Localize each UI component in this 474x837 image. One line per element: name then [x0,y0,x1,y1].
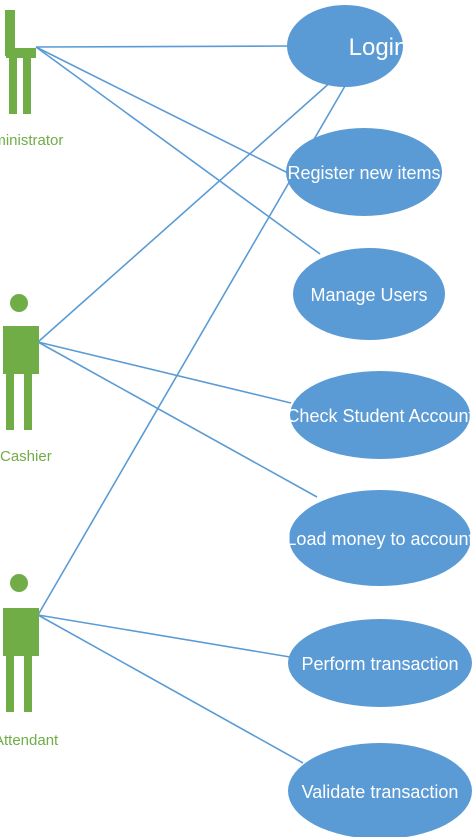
use-case-manage-label: Manage Users [310,285,427,305]
association-attendant-perform [37,614,291,658]
actor-cashier-label: Cashier [0,448,52,465]
use-case-check: Check Student Account [286,371,474,459]
use-case-check-label: Check Student Account [286,406,473,426]
actor-administrator-label: Administrator [0,132,63,149]
association-attendant-validate [37,614,304,764]
association-administrator-manage [35,46,321,255]
use-case-load: Load money to account [286,490,474,586]
actor-attendant-label: Attendant [0,732,59,749]
actor-cashier: Cashier [0,294,52,465]
association-cashier-login [37,79,334,343]
attendant-figure-icon [3,574,39,712]
use-case-validate-label: Validate transaction [302,782,459,802]
use-case-login: Login [287,5,407,87]
cashier-figure-icon [3,294,39,430]
use-case-perform-label: Perform transaction [301,654,458,674]
association-cashier-check [37,341,292,404]
use-case-perform: Perform transaction [288,619,472,707]
use-case-register-label: Register new items [287,163,440,183]
actor-administrator: Administrator [0,10,63,149]
association-cashier-load [37,341,318,498]
association-lines [35,45,346,764]
use-case-login-label: Login [349,34,408,61]
administrator-figure-icon [5,10,36,114]
use-case-register: Register new items [286,128,442,216]
actor-attendant: Attendant [0,574,59,749]
use-case-validate: Validate transaction [288,743,472,837]
use-case-load-label: Load money to account [286,529,473,549]
association-administrator-register [35,46,289,174]
use-case-manage: Manage Users [293,248,445,340]
association-administrator-login [35,45,291,48]
